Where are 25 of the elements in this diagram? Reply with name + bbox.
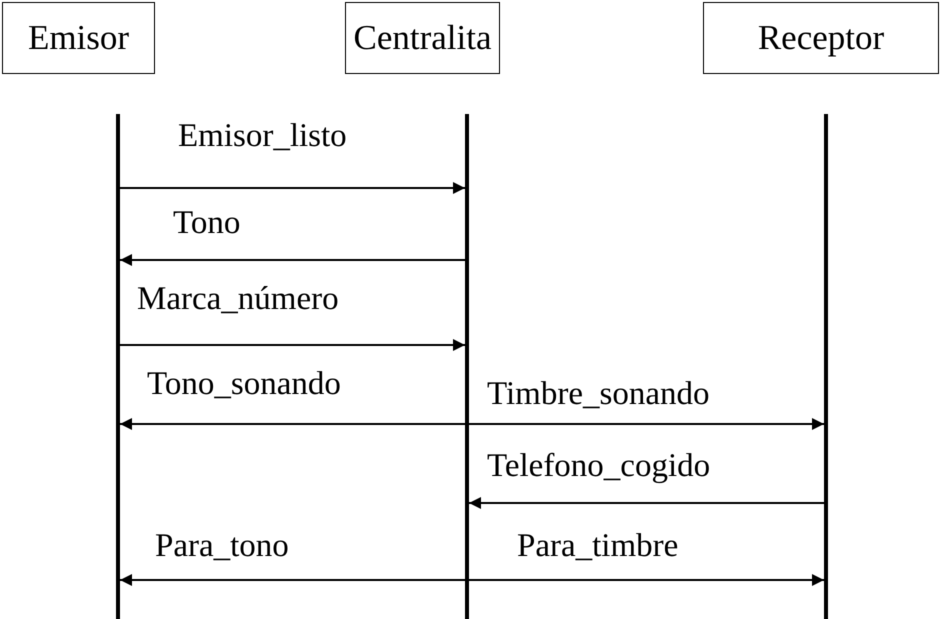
edge-label: Timbre_sonando: [487, 378, 710, 411]
edge-label: Para_tono: [155, 530, 289, 563]
participant-box: [703, 2, 939, 74]
message-arrow: [120, 182, 465, 194]
lifeline: [116, 114, 120, 619]
participant-name: Emisor: [28, 18, 130, 58]
message-arrow: [469, 574, 824, 586]
edge-label: Para_timbre: [517, 530, 678, 563]
edge-label: Marca_número: [137, 283, 339, 316]
participant-name: Centralita: [353, 18, 492, 58]
message-arrow: [120, 418, 465, 430]
edge-label: Telefono_cogido: [487, 450, 710, 483]
participant-box: [2, 2, 155, 74]
edge-label: Tono_sonando: [147, 368, 341, 401]
edge-label: Emisor_listo: [178, 120, 347, 153]
lifeline: [465, 114, 469, 619]
lifeline: [824, 114, 828, 619]
message-arrow: [469, 418, 824, 430]
message-arrow: [120, 254, 465, 266]
participant-name: Receptor: [758, 18, 884, 58]
message-arrow: [120, 339, 465, 351]
message-arrow: [469, 497, 824, 509]
message-arrow: [120, 574, 465, 586]
participant-box: [345, 2, 500, 74]
edge-label: Tono: [173, 207, 240, 240]
